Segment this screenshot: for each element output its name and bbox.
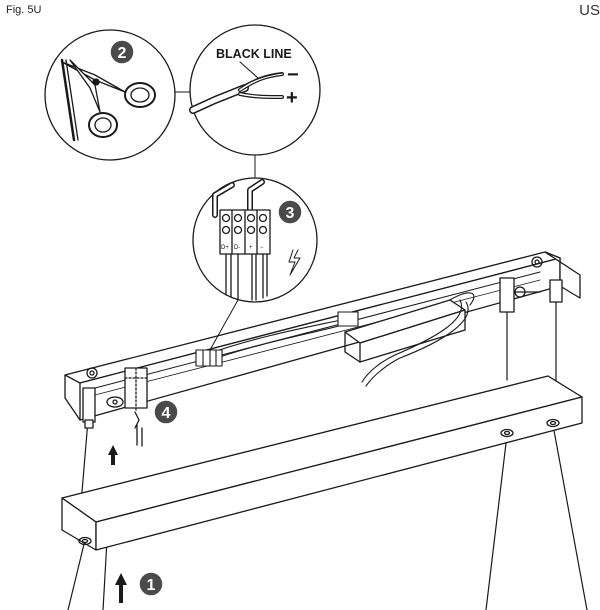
up-arrow-icon xyxy=(108,270,285,603)
callout-wire xyxy=(189,24,321,156)
callout-scissors xyxy=(44,29,176,161)
step-badge-1: 1 xyxy=(138,571,164,597)
terminal-label: D+ xyxy=(221,245,229,251)
black-line-label: BLACK LINE xyxy=(216,47,292,61)
terminal-label: − xyxy=(260,245,264,251)
mounting-bracket xyxy=(106,367,148,447)
terminal-labels: D+ D- + − xyxy=(221,245,264,251)
language-label: US xyxy=(579,2,600,19)
callout-terminal-block xyxy=(192,177,318,303)
canopy-wiring xyxy=(195,292,475,387)
terminal-label: D- xyxy=(234,245,240,251)
callout-leaders xyxy=(174,91,256,351)
step-number: 3 xyxy=(286,205,295,222)
cable-grippers xyxy=(82,277,563,429)
step-badge-4: 4 xyxy=(153,399,179,425)
step-number: 2 xyxy=(118,45,127,62)
minus-label: − xyxy=(287,64,299,86)
step-number: 1 xyxy=(147,577,156,594)
plus-label: + xyxy=(286,87,298,109)
step-number: 4 xyxy=(162,405,171,422)
led-driver xyxy=(344,299,466,363)
figure-label: Fig. 5U xyxy=(6,4,42,16)
luminaire-body xyxy=(61,375,583,551)
step-badge-2: 2 xyxy=(109,39,135,65)
step-badge-3: 3 xyxy=(277,199,303,225)
terminal-label: + xyxy=(249,245,253,251)
